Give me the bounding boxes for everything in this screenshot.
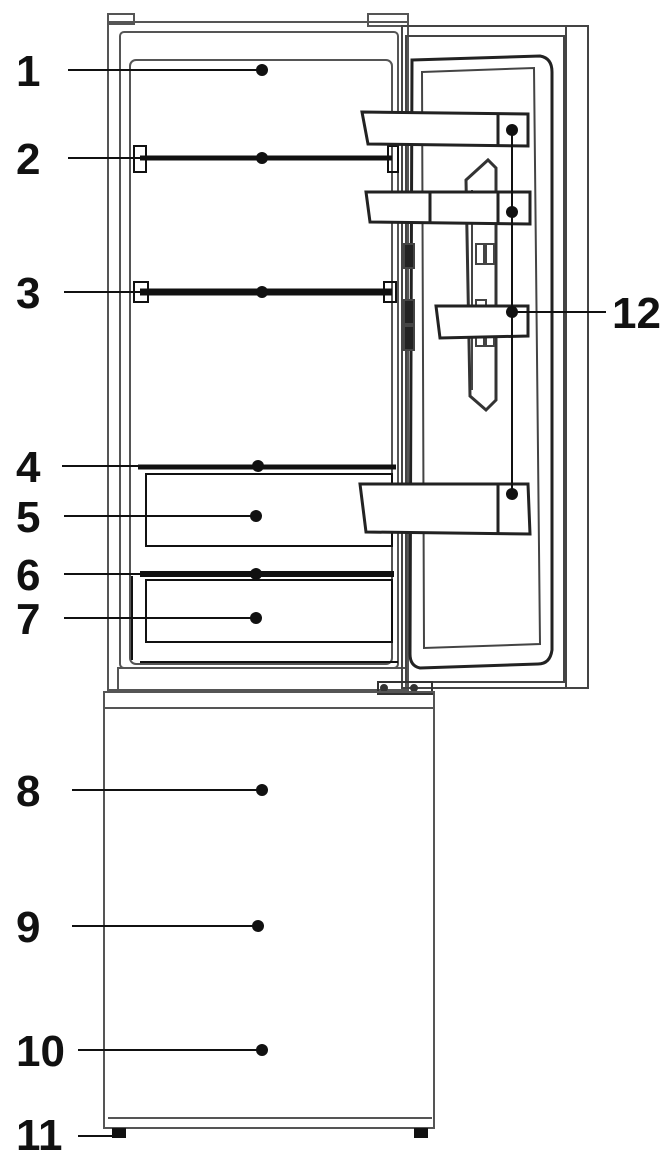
callout-label-6: 6 — [16, 551, 40, 600]
callout-label-11: 11 — [16, 1111, 63, 1151]
callout-label-8: 8 — [16, 767, 40, 816]
callout-labels: 1 2 3 4 5 6 7 8 9 10 11 12 — [16, 47, 661, 1151]
callout-dot-1 — [256, 64, 268, 76]
freezer-cabinet — [103, 691, 435, 1129]
callout-dot-8 — [256, 784, 268, 796]
callout-label-4: 4 — [16, 443, 41, 492]
callout-dots — [250, 64, 518, 1056]
fridge-shelves — [131, 145, 399, 663]
callout-dot-10 — [256, 1044, 268, 1056]
crisper-drawer — [145, 473, 393, 547]
door-bin-1 — [360, 110, 530, 148]
callout-label-12: 12 — [612, 289, 661, 338]
callout-dot-12c — [506, 306, 518, 318]
callout-dot-12b — [506, 206, 518, 218]
adjustable-feet — [112, 1128, 428, 1138]
callout-dot-6 — [250, 568, 262, 580]
callout-dot-7 — [250, 612, 262, 624]
foot-left — [112, 1128, 126, 1138]
callout-dot-2 — [256, 152, 268, 164]
callout-dot-4 — [252, 460, 264, 472]
callout-label-9: 9 — [16, 903, 40, 952]
callout-dot-3 — [256, 286, 268, 298]
door-bin-4 — [358, 482, 532, 536]
callout-label-1: 1 — [16, 47, 40, 96]
callout-label-10: 10 — [16, 1027, 65, 1076]
callout-label-2: 2 — [16, 135, 40, 184]
callout-dot-9 — [252, 920, 264, 932]
callout-dot-12a — [506, 124, 518, 136]
door-bin-2 — [364, 190, 532, 226]
callout-label-3: 3 — [16, 269, 40, 318]
leader-lines — [62, 69, 606, 1137]
callout-label-5: 5 — [16, 493, 40, 542]
chiller-drawer — [145, 579, 393, 643]
fridge-cabinet — [107, 13, 409, 691]
door-bins — [358, 110, 532, 536]
callout-dot-12d — [506, 488, 518, 500]
callout-label-7: 7 — [16, 595, 40, 644]
door-bin-3 — [434, 304, 530, 340]
foot-right — [414, 1128, 428, 1138]
callout-dot-5 — [250, 510, 262, 522]
